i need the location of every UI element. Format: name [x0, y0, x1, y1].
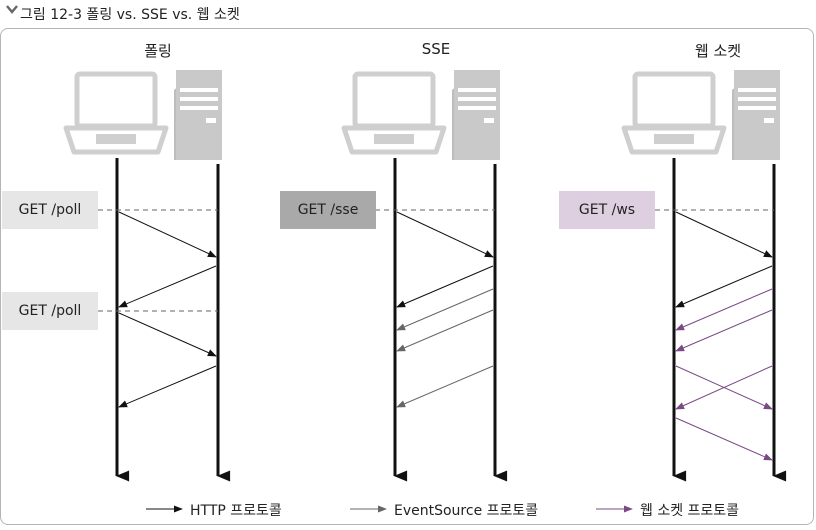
- http-arrow: [396, 211, 494, 258]
- legend-label-websocket: 웹 소켓 프로토콜: [640, 503, 740, 519]
- websocket-arrow: [675, 288, 773, 331]
- websocket-arrow: [675, 309, 773, 352]
- http-arrow: [675, 265, 773, 308]
- request-label-poll: GET /poll: [2, 191, 98, 229]
- figure-frame: [0, 28, 814, 525]
- legend-label-eventsource: EventSource 프로토콜: [394, 503, 539, 519]
- server-icon: [452, 70, 500, 160]
- eventsource-arrow: [396, 365, 494, 408]
- request-label-poll: GET /poll: [2, 292, 98, 330]
- eventsource-arrow: [396, 288, 494, 331]
- http-arrow: [118, 312, 217, 357]
- eventsource-arrow: [396, 309, 494, 352]
- figure-title: 그림 12-3 폴링 vs. SSE vs. 웹 소켓: [20, 7, 240, 23]
- server-icon: [732, 70, 780, 160]
- request-label-sse: GET /sse: [280, 191, 376, 229]
- column-title-websocket: 웹 소켓: [694, 42, 742, 60]
- websocket-arrow: [675, 417, 773, 461]
- http-arrow: [118, 211, 217, 258]
- http-arrow: [118, 365, 217, 408]
- laptop-icon: [621, 71, 727, 155]
- http-arrow: [396, 265, 494, 308]
- laptop-icon: [63, 71, 169, 155]
- chevron-down-icon: [6, 5, 18, 14]
- http-arrow: [118, 265, 217, 308]
- request-label-ws: GET /ws: [559, 191, 655, 229]
- http-arrow: [675, 211, 773, 258]
- column-title-sse: SSE: [421, 40, 451, 58]
- server-icon: [174, 70, 222, 160]
- column-title-polling: 폴링: [144, 42, 172, 60]
- figure-header: 그림 12-3 폴링 vs. SSE vs. 웹 소켓: [0, 0, 816, 30]
- websocket-arrow: [675, 365, 773, 410]
- legend-label-http: HTTP 프로토콜: [190, 503, 282, 519]
- laptop-icon: [341, 71, 447, 155]
